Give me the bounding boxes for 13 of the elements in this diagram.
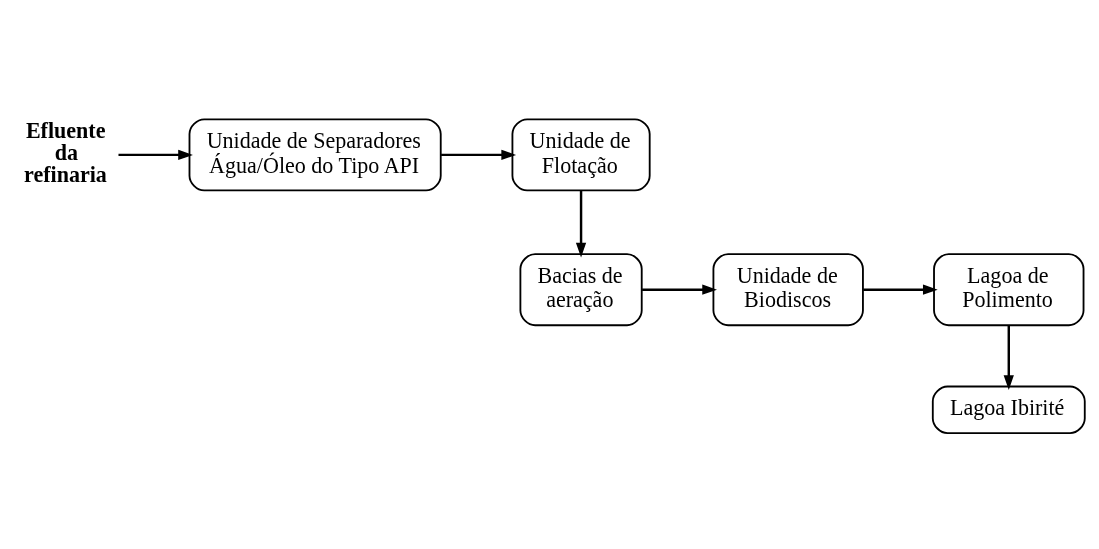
- node-box: Lagoa Ibirité: [931, 385, 1086, 434]
- arrow: [118, 149, 193, 160]
- arrow: [642, 284, 717, 295]
- arrow: [1003, 324, 1014, 390]
- node-box: Lagoa de Polimento: [933, 252, 1085, 326]
- node-box: Bacias de aeração: [519, 252, 643, 326]
- node-text: Efluente da refinaria: [24, 117, 107, 187]
- arrow: [575, 190, 587, 257]
- arrow: [863, 284, 938, 295]
- arrow: [441, 149, 517, 160]
- node-box: Unidade de Separadores Água/Óleo do Tipo API: [188, 117, 442, 191]
- node-box: Unidade de Biodiscos: [712, 252, 864, 326]
- node-box: Unidade de Flotação: [511, 117, 651, 191]
